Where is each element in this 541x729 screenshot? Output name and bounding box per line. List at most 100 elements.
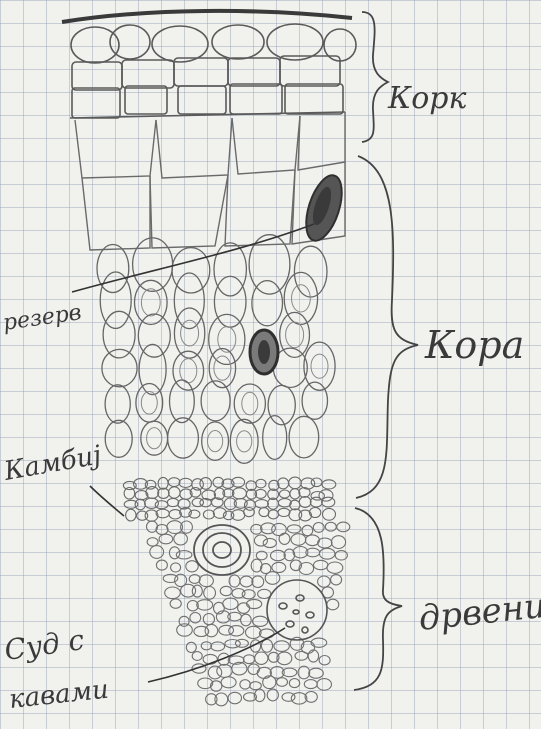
xylem-cell [331,575,342,585]
xylem-cell [318,538,332,548]
xylem-cell [229,626,244,636]
cortex-oval-cell [168,418,199,458]
xylem-cells [147,521,350,706]
cambium-cell [200,478,212,490]
xylem-cell [319,656,330,665]
xylem-cell [331,536,345,549]
label-xylem: дрвени [417,586,541,639]
cork-outer-edge [62,11,352,22]
cambium-cell [155,501,168,509]
cambium-cell [244,507,255,516]
xylem-cell [279,533,290,544]
cortex-oval-cell [202,422,229,460]
cortex-oval-cell [141,421,168,455]
cortex-oval-cell [105,385,130,423]
xylem-cell [176,551,192,559]
xylem-cell [272,523,287,535]
xylem-cell [289,679,299,688]
xylem-cell [282,693,295,702]
xylem-cell [253,616,268,626]
cortex-cell [232,116,300,174]
cork-cell [72,62,122,90]
xylem-cell [325,522,336,531]
xylem-cell [246,626,262,638]
xylem-cell [299,563,314,575]
xylem-cell [171,563,181,572]
cortex-oval-cell [136,384,163,423]
xylem-cell [317,679,332,691]
cortex-oval-cell [214,276,246,327]
xylem-cell [309,668,324,678]
cortex-oval-cell [173,351,204,390]
starch-grain-core [258,340,270,364]
label-cork: Корк [387,81,466,116]
xylem-cell [311,638,327,647]
xylem-cell [186,642,196,652]
xylem-cell [314,560,328,569]
cambium-cells [123,477,335,521]
xylem-cell [304,680,317,689]
xylem-cell [298,666,310,679]
xylem-cell [267,689,278,701]
xylem-cell [258,589,271,598]
xylem-cell [190,613,201,623]
cortex-cell [82,176,150,250]
xylem-cell [241,614,252,626]
cortex-oval-inner [242,392,258,415]
xylem-cell [327,562,343,573]
xylem-cell [156,525,168,535]
cortex-oval-inner [286,322,304,348]
cambium-cell [322,480,336,489]
cortex-cell [75,120,156,178]
cambium-cell [255,500,268,508]
xylem-cell [174,533,188,545]
xylem-cell [287,525,301,533]
cambium-cell [289,477,302,489]
cambium-cell [323,508,336,520]
xylem-cell [320,548,335,559]
cork-cell [110,25,150,59]
cork-layer [62,11,356,118]
cortex-oval-inner [208,431,223,452]
cambium-cell [168,478,180,487]
cortex-oval-cell [139,344,166,394]
vessel-with-thickenings [267,580,327,640]
xylem-cell [159,534,173,544]
xylem-cell [150,546,164,559]
cambium-cell [179,478,192,487]
cortex-oval-cell [289,416,319,458]
cortex-oval-inner [181,320,199,346]
xylem-cell [313,523,324,533]
cortex-oval-cell [234,384,265,423]
cork-cell [125,86,167,114]
cork-cell [72,88,120,118]
xylem-cell [272,562,286,572]
cortex-oval-cell [103,311,135,358]
xylem-cell [238,603,250,614]
xylem-cell [271,550,286,560]
cambium-cell [156,509,169,518]
cork-cell [178,86,226,114]
xylem-cell [211,642,225,651]
xylem-cell [177,624,193,636]
xylem-cell [265,572,280,585]
xylem-cell [277,678,288,687]
vessel-pointer [148,628,285,682]
cortex-oval-cell [105,420,132,457]
xylem-cell [223,598,238,609]
xylem-cell [263,538,276,547]
cortex-oval-inner [292,285,311,312]
xylem-cell [189,575,200,584]
cambium-cell [145,510,158,521]
xylem-cell [327,599,339,610]
cambium-cell [299,497,311,508]
xylem-cell [203,614,214,625]
cortex-oval-cell [294,246,327,297]
xylem-cell [192,585,202,597]
xylem-cell [208,666,221,679]
cambium-cell [169,487,181,498]
cambium-cell [322,497,335,507]
cortex-ovals [97,235,335,464]
xylem-cell [242,590,255,599]
